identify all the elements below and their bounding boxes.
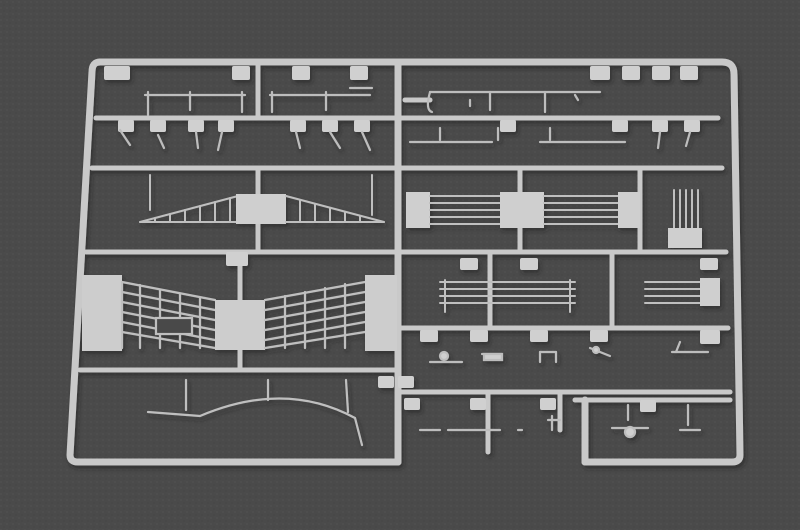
- grille-part-upper: [406, 192, 640, 228]
- bench-part: [439, 278, 720, 313]
- sprue-tree: [66, 58, 744, 466]
- truss-part-left: [139, 174, 385, 224]
- grille-part-large: [82, 275, 397, 351]
- sprue-tabs: [104, 66, 720, 412]
- fitting-parts: [418, 340, 710, 439]
- small-rod-parts: [118, 86, 692, 152]
- curved-rail-part: [146, 378, 364, 447]
- sprue-frame: [66, 58, 744, 466]
- rack-part-small: [668, 189, 702, 248]
